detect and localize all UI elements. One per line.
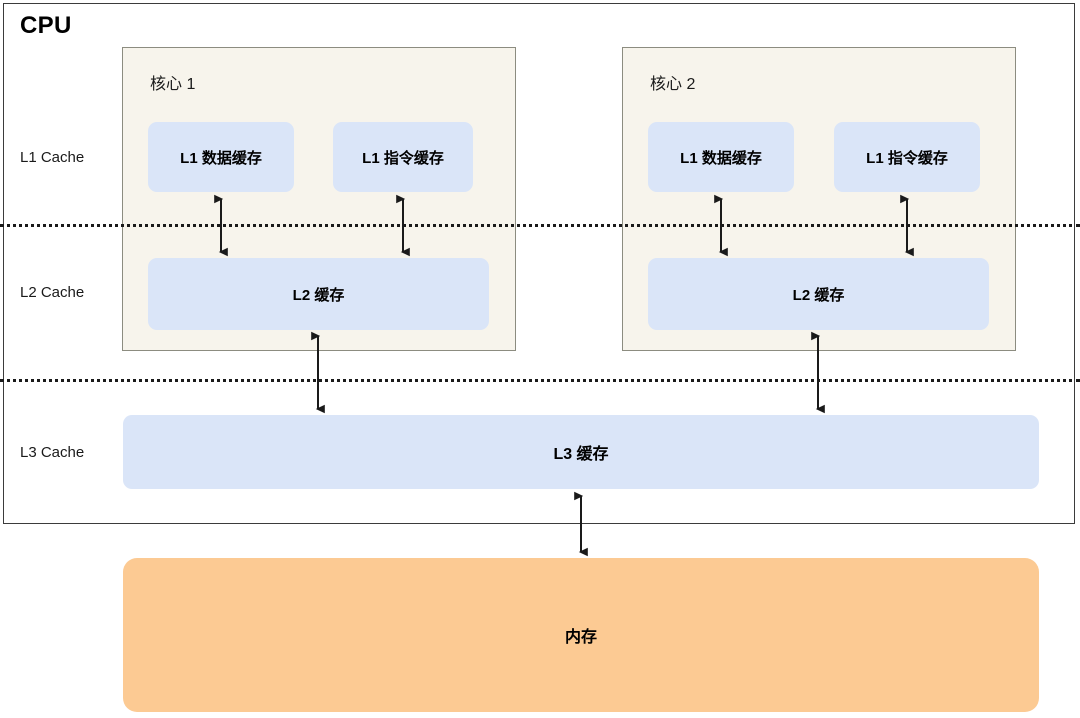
tier-label-l1-cache: L1 Cache	[20, 149, 85, 166]
tier-label-l3-cache: L3 Cache	[20, 444, 85, 461]
core-2-l2-cache: L2 缓存	[648, 258, 989, 330]
tier-label-l2-cache: L2 Cache	[20, 284, 85, 301]
core-1-l1-data-cache: L1 数据缓存	[148, 122, 294, 192]
shared-l3-cache: L3 缓存	[123, 415, 1039, 489]
tier-separator-l2-l3	[0, 379, 1080, 382]
core-2-l1-data-cache: L1 数据缓存	[648, 122, 794, 192]
core-2-l1-instruction-cache: L1 指令缓存	[834, 122, 980, 192]
main-memory-box: 内存	[123, 558, 1039, 712]
core-2-label: 核心 2	[650, 76, 696, 93]
core-1-l2-cache: L2 缓存	[148, 258, 489, 330]
core-1-l1-instruction-cache: L1 指令缓存	[333, 122, 473, 192]
cpu-title: CPU	[20, 12, 72, 39]
core-1-label: 核心 1	[150, 76, 196, 93]
tier-separator-l1-l2	[0, 224, 1080, 227]
